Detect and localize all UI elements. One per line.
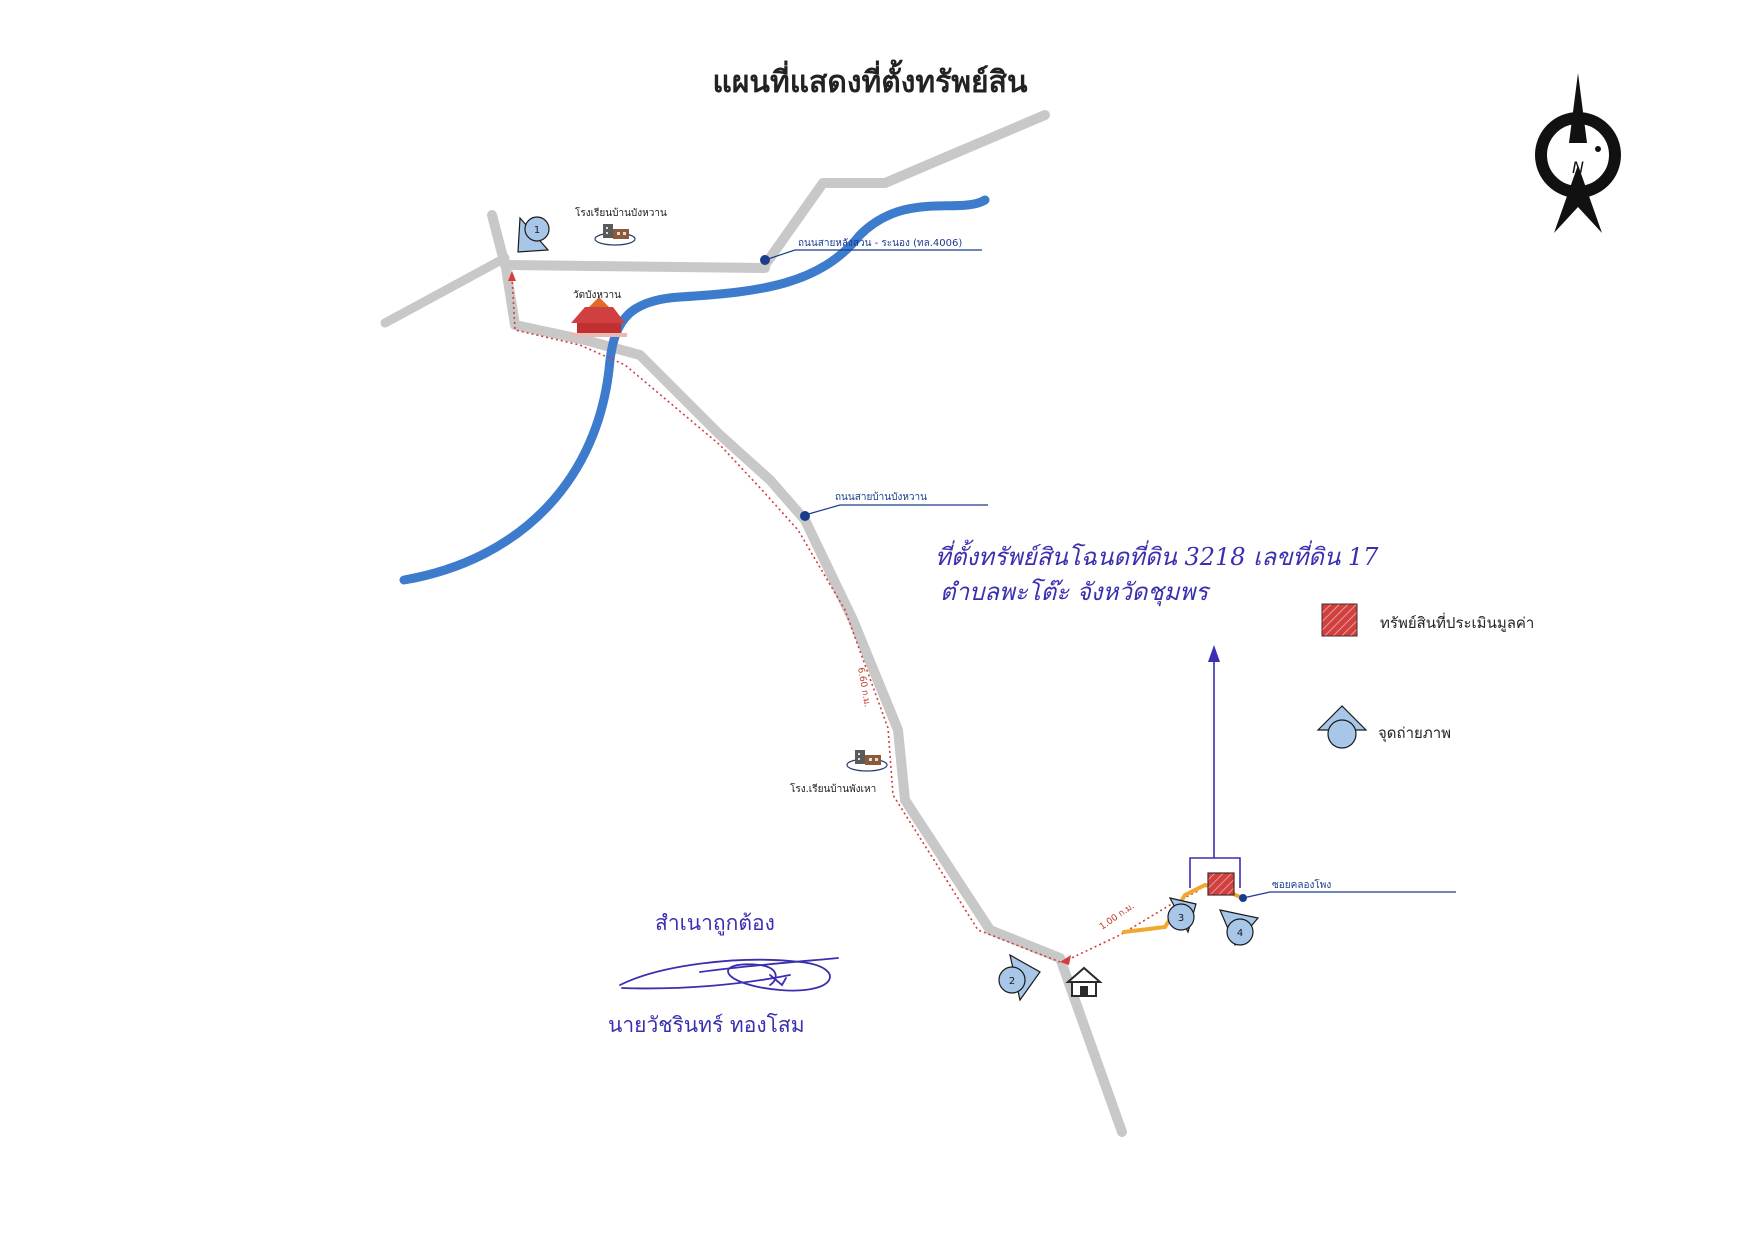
route-arrow-head-top [508, 271, 516, 281]
north-arrow-icon: N [1535, 73, 1621, 233]
certified-copy-text: สำเนาถูกต้อง [655, 911, 775, 936]
river [399, 195, 990, 585]
handwritten-pointer [1189, 655, 1241, 888]
road-village [500, 257, 1127, 1137]
label-school-bottom: โรง.เรียนบ้านพังเหา [790, 782, 876, 795]
legend-property-label: ทรัพย์สินที่ประเมินมูลค่า [1380, 612, 1534, 632]
route-arrow-head-soi [1060, 955, 1071, 965]
signature-scribble [619, 957, 839, 992]
road-main-marker [760, 255, 770, 265]
school-icon-top [594, 224, 636, 246]
soi-marker [1239, 894, 1247, 902]
map-title: แผนที่แสดงที่ตั้งทรัพย์สิน [713, 59, 1028, 100]
photo-point-1-number: 1 [534, 225, 540, 236]
compass-label: N [1572, 158, 1584, 177]
label-road-village: ถนนสายบ้านบังหวาน [835, 491, 927, 503]
legend-property-swatch [1321, 603, 1358, 637]
handwritten-note-line2: ตำบลพะโต๊ะ จังหวัดชุมพร [940, 578, 1211, 607]
photo-point-4: 4 [1218, 909, 1260, 947]
photo-point-2: 2 [998, 953, 1041, 1002]
photo-point-3: 3 [1167, 897, 1197, 934]
label-road-main: ถนนสายหลังสวน - ระนอง (ทล.4006) [798, 238, 962, 249]
photo-point-2-number: 2 [1009, 976, 1015, 987]
route-soi [1062, 889, 1201, 963]
road-label-leaders [764, 249, 1456, 899]
route-main [511, 276, 1061, 963]
property-plot [1207, 872, 1235, 896]
school-icon-bottom [846, 750, 888, 772]
handwritten-note-line1: ที่ตั้งทรัพย์สินโฉนดที่ดิน 3218 เลขที่ดิ… [935, 539, 1379, 571]
photo-point-4-number: 4 [1237, 928, 1243, 939]
signer-name: นายวัชรินทร์ ทองโสม [608, 1013, 805, 1037]
label-temple: วัดบังหวาน [573, 290, 621, 301]
road-village-marker [800, 511, 810, 521]
house-icon [1065, 966, 1103, 997]
temple-icon [571, 297, 627, 337]
handwritten-arrow-head [1208, 645, 1220, 662]
photo-point-1: 1 [517, 216, 550, 253]
legend: ทรัพย์สินที่ประเมินมูลค่า จุดถ่ายภาพ [1316, 603, 1534, 749]
label-soi: ซอยคลองโพง [1272, 878, 1331, 891]
legend-photo-point-label: จุดถ่ายภาพ [1378, 724, 1451, 743]
legend-photo-point-icon [1316, 705, 1368, 749]
photo-point-3-number: 3 [1178, 913, 1184, 924]
road-northeast [760, 110, 1050, 270]
label-school-top: โรงเรียนบ้านบังหวาน [575, 206, 667, 219]
road-west-branch [380, 253, 510, 328]
